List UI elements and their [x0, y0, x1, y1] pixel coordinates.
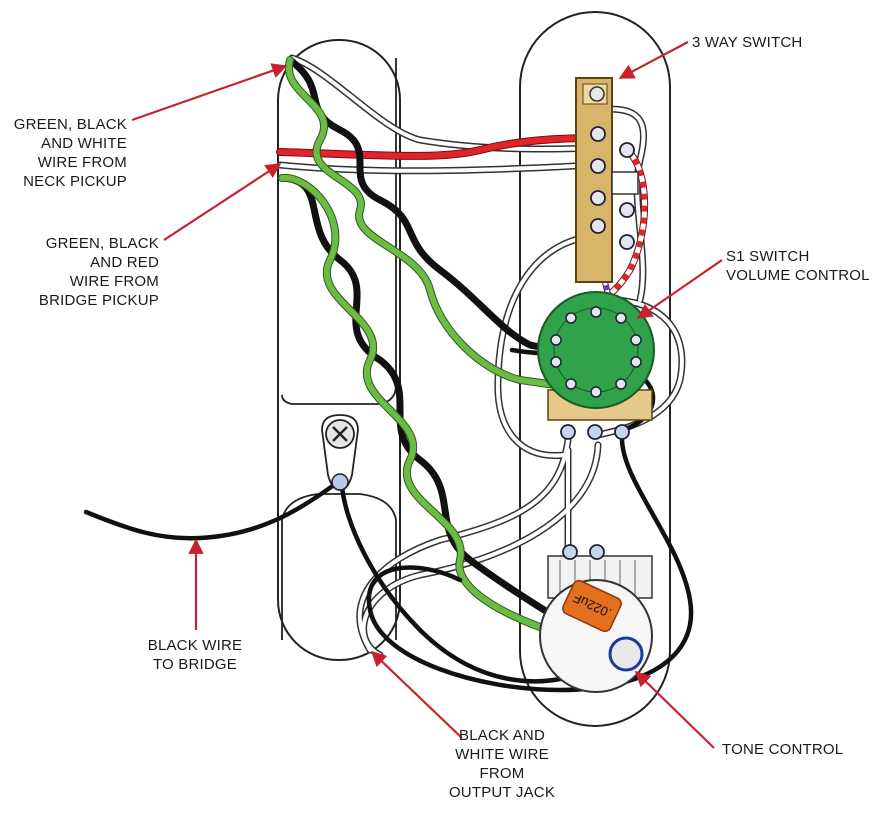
- neck-pickup-twisted-wire: [284, 56, 559, 389]
- arrow-tone-control: [634, 670, 715, 749]
- tone-pot: .022uF: [539, 544, 653, 693]
- arrow-output-jack: [370, 650, 463, 739]
- label-neck-pickup-wire: GREEN, BLACK AND WHITE WIRE FROM NECK PI…: [13, 116, 127, 190]
- lower-lobe-outline: [281, 493, 397, 640]
- label-tone-control: TONE CONTROL: [722, 741, 844, 758]
- label-black-wire-bridge: BLACK WIRE TO BRIDGE: [147, 637, 243, 673]
- red-wire: [276, 134, 600, 160]
- label-bridge-pickup-wire: GREEN, BLACK AND RED WIRE FROM BRIDGE PI…: [38, 235, 159, 309]
- arrow-neck-pickup: [131, 63, 288, 122]
- output-jack-black-wire: [339, 483, 615, 684]
- three-way-switch: [575, 77, 639, 283]
- label-three-way-switch: 3 WAY SWITCH: [692, 34, 803, 51]
- ground-screw: [321, 414, 359, 491]
- arrow-bridge-pickup: [163, 163, 282, 241]
- bridge-pickup-twisted-wire: [278, 173, 616, 654]
- arrow-volume-control: [636, 259, 723, 319]
- label-output-jack-wire: BLACK AND WHITE WIRE FROM OUTPUT JACK: [448, 727, 556, 801]
- black-wire-to-bridge: [83, 479, 341, 541]
- pointer-arrows: [131, 41, 723, 749]
- upper-lobe-outline: [281, 58, 397, 405]
- label-s1-switch-volume: S1 SWITCH VOLUME CONTROL: [726, 248, 870, 284]
- arrow-three-way-switch: [618, 41, 689, 79]
- volume-pot: [537, 291, 655, 440]
